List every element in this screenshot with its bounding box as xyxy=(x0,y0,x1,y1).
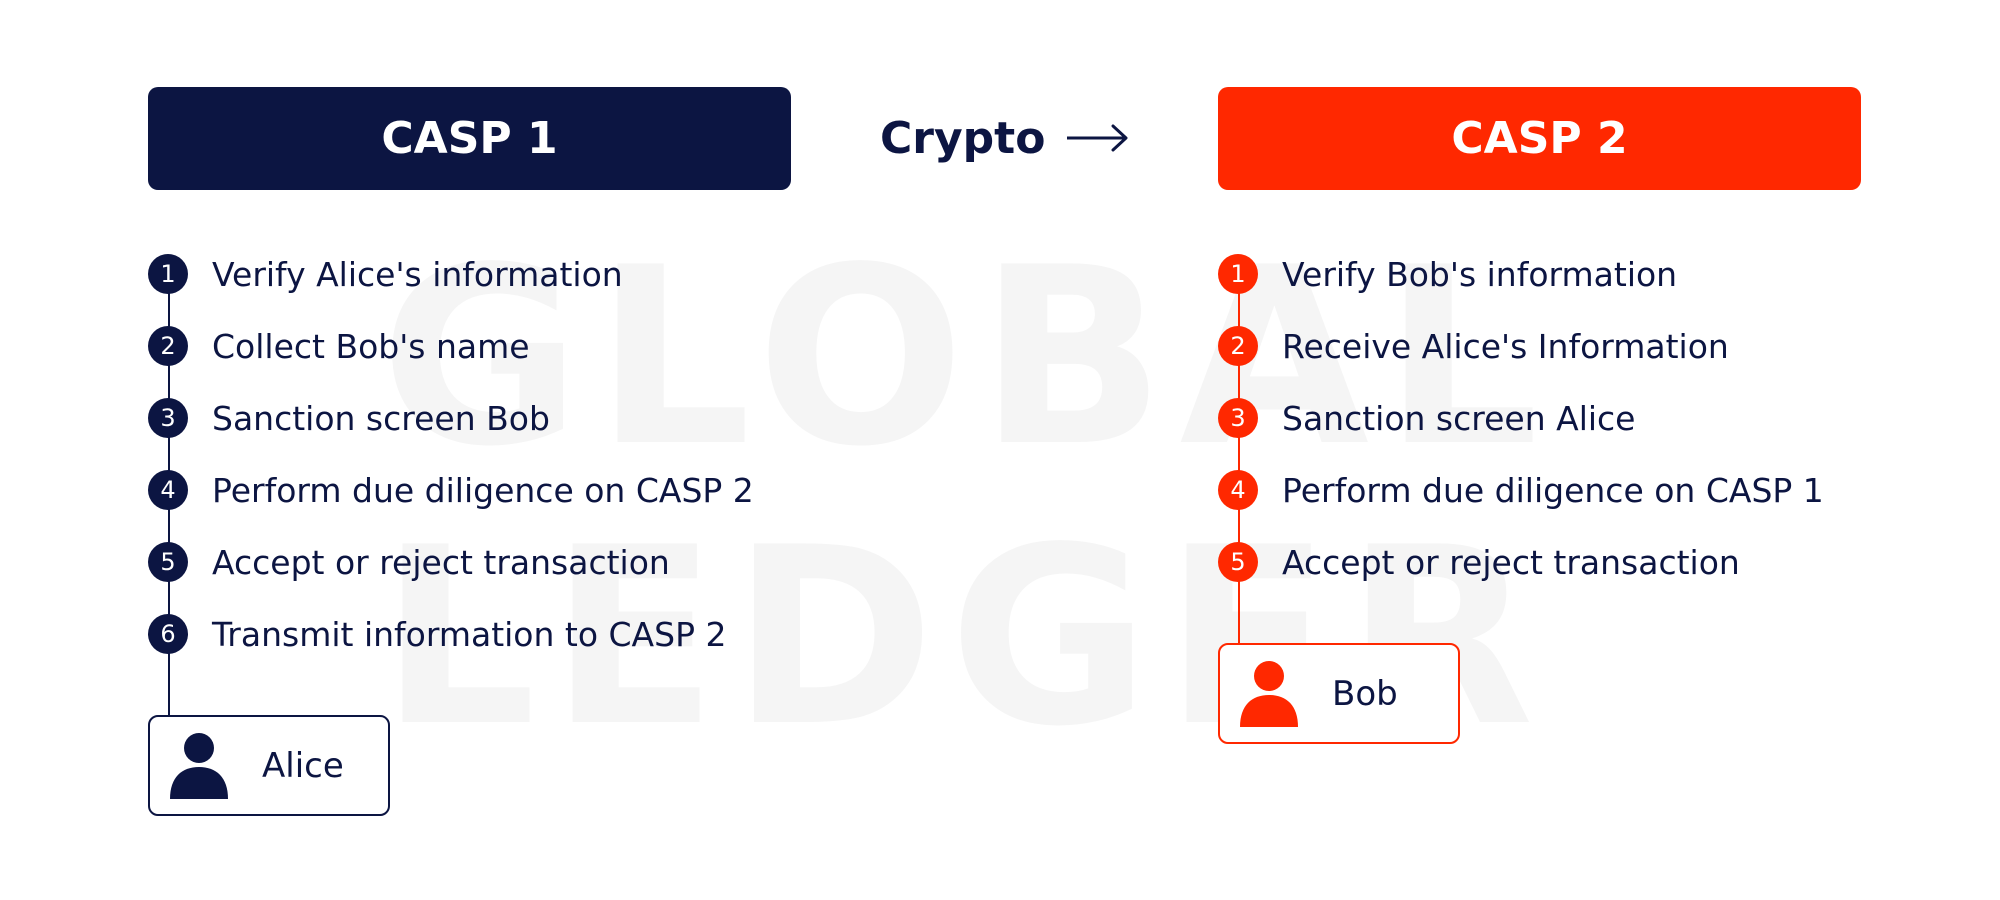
step-label: Verify Bob's information xyxy=(1282,254,1678,294)
step-label: Collect Bob's name xyxy=(212,326,530,366)
casp-1-step: 4 Perform due diligence on CASP 2 xyxy=(148,469,908,511)
bob-name: Bob xyxy=(1332,673,1398,714)
step-number-badge: 2 xyxy=(148,326,188,366)
casp-1-step: 2 Collect Bob's name xyxy=(148,325,908,367)
casp-2-step: 2 Receive Alice's Information xyxy=(1218,325,1978,367)
casp-1-title: CASP 1 xyxy=(381,113,558,164)
step-label: Verify Alice's information xyxy=(212,254,623,294)
step-number-badge: 5 xyxy=(148,542,188,582)
step-label: Accept or reject transaction xyxy=(212,542,670,582)
casp-2-step: 1 Verify Bob's information xyxy=(1218,253,1978,295)
step-label: Perform due diligence on CASP 1 xyxy=(1282,470,1824,510)
casp-2-title: CASP 2 xyxy=(1451,113,1628,164)
step-number-badge: 4 xyxy=(1218,470,1258,510)
casp-2-step: 5 Accept or reject transaction xyxy=(1218,541,1978,583)
step-label: Accept or reject transaction xyxy=(1282,542,1740,582)
step-number-badge: 1 xyxy=(1218,254,1258,294)
casp-1-step: 1 Verify Alice's information xyxy=(148,253,908,295)
crypto-transfer-label: Crypto xyxy=(880,108,1129,168)
casp-1-step: 5 Accept or reject transaction xyxy=(148,541,908,583)
step-number-badge: 1 xyxy=(148,254,188,294)
casp-2-connector-line xyxy=(1238,273,1240,644)
person-icon xyxy=(170,732,228,799)
step-number-badge: 6 xyxy=(148,614,188,654)
step-label: Receive Alice's Information xyxy=(1282,326,1729,366)
step-number-badge: 3 xyxy=(1218,398,1258,438)
step-label: Sanction screen Alice xyxy=(1282,398,1636,438)
casp-1-step: 6 Transmit information to CASP 2 xyxy=(148,613,908,655)
step-label: Sanction screen Bob xyxy=(212,398,550,438)
casp-2-step: 4 Perform due diligence on CASP 1 xyxy=(1218,469,1978,511)
step-number-badge: 3 xyxy=(148,398,188,438)
crypto-label: Crypto xyxy=(880,112,1046,164)
bob-person-card: Bob xyxy=(1218,643,1460,744)
alice-person-card: Alice xyxy=(148,715,390,816)
arrow-right-icon xyxy=(1067,124,1128,152)
step-number-badge: 2 xyxy=(1218,326,1258,366)
step-label: Perform due diligence on CASP 2 xyxy=(212,470,754,510)
casp-1-step: 3 Sanction screen Bob xyxy=(148,397,908,439)
step-number-badge: 4 xyxy=(148,470,188,510)
alice-name: Alice xyxy=(262,745,344,786)
step-number-badge: 5 xyxy=(1218,542,1258,582)
person-icon xyxy=(1240,660,1298,727)
casp-1-header: CASP 1 xyxy=(148,87,791,190)
casp-2-header: CASP 2 xyxy=(1218,87,1861,190)
step-label: Transmit information to CASP 2 xyxy=(212,614,727,654)
casp-2-step: 3 Sanction screen Alice xyxy=(1218,397,1978,439)
